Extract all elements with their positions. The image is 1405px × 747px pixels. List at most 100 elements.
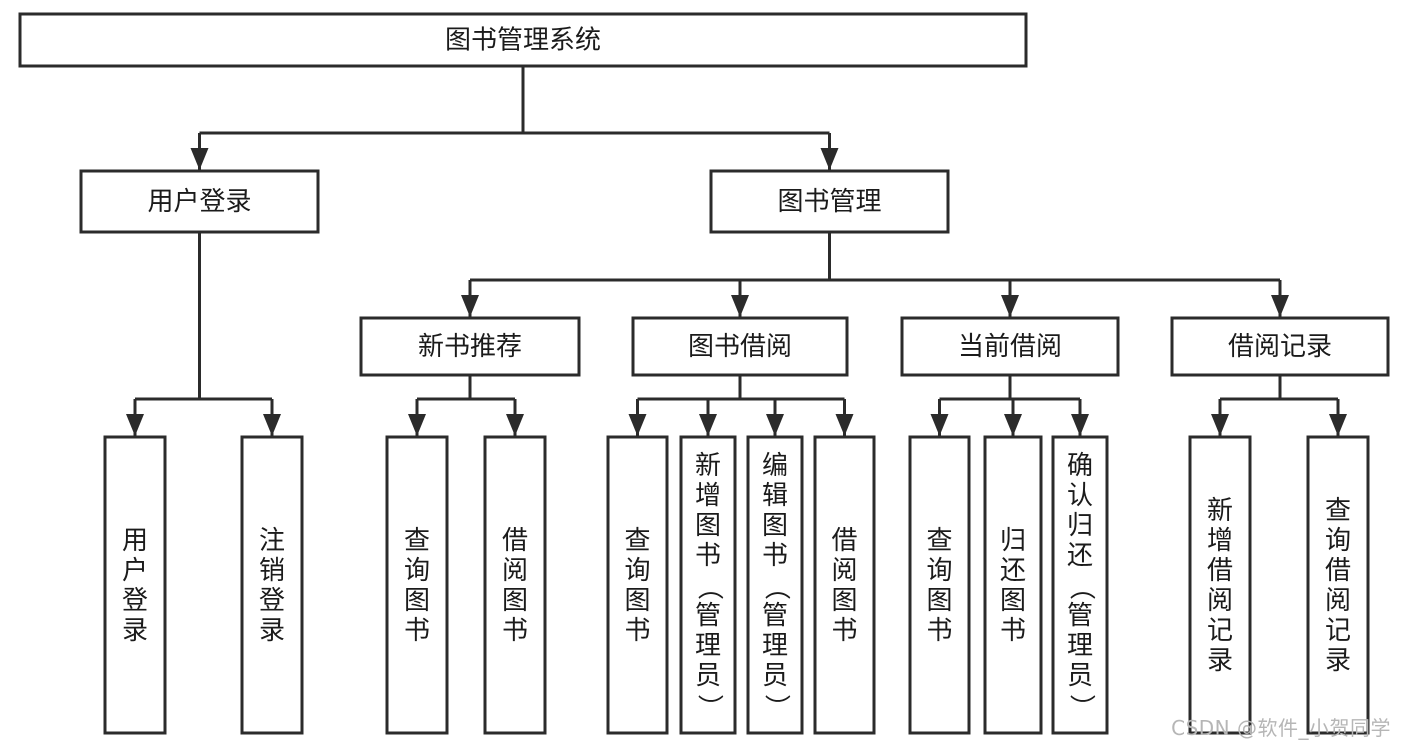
node-label-char: 借 [502, 526, 528, 556]
node-label-char: 书 [762, 541, 788, 571]
arrow-head-icon [1211, 414, 1229, 436]
node-label-char: 编 [762, 451, 788, 481]
arrow-head-icon [126, 414, 144, 436]
node-label-char: 阅 [1207, 586, 1233, 616]
node-label-char: ） [761, 694, 791, 720]
node-box [240, 435, 304, 735]
node-box [385, 435, 449, 735]
node-label-char: 书 [1000, 616, 1026, 646]
node-box [103, 435, 167, 735]
arrow-head-icon [190, 148, 209, 170]
node-label-char: 书 [502, 616, 528, 646]
node-label-char: 图 [695, 511, 721, 541]
node-label-char: 理 [695, 631, 721, 661]
node-label-char: 图 [762, 511, 788, 541]
arrow-head-icon [408, 414, 426, 436]
node-label-char: 增 [1207, 526, 1233, 556]
node-label-char: 员 [762, 661, 788, 691]
node-label-char: 图 [404, 586, 430, 616]
node-label-char: 录 [122, 616, 148, 646]
node-label: 用户登录 [147, 187, 251, 217]
edge-group-book-manage [461, 232, 1289, 317]
nodes-layer: 图书管理系统用户登录图书管理新书推荐图书借阅当前借阅借阅记录用户登录注销登录查询… [18, 12, 1390, 735]
node-box [900, 316, 1120, 377]
node-label: 借阅记录 [1228, 332, 1332, 362]
node-label-char: 图 [502, 586, 528, 616]
csdn-watermark: CSDN @软件_小贺同学 [1171, 716, 1391, 740]
arrow-head-icon [930, 414, 949, 436]
node-label-char: 新 [1207, 496, 1233, 526]
node-borrow-record[interactable]: 借阅记录 [1170, 316, 1390, 377]
node-box [746, 435, 804, 735]
node-label-char: 认 [1067, 481, 1093, 511]
node-label-char: 阅 [831, 556, 857, 586]
node-box [1170, 316, 1390, 377]
node-leaf-user-login[interactable]: 用户登录 [103, 435, 167, 735]
node-label-char: 查 [926, 526, 952, 556]
arrow-head-icon [506, 414, 524, 436]
node-label-char: 管 [695, 601, 721, 631]
arrow-head-icon [263, 414, 281, 436]
node-label: 当前借阅 [958, 332, 1062, 362]
node-label-char: 管 [1067, 601, 1093, 631]
node-label-char: 借 [1325, 556, 1351, 586]
node-label-char: 登 [259, 586, 285, 616]
node-label: 图书借阅 [688, 332, 792, 362]
node-label-char: 询 [1325, 526, 1351, 556]
node-label-char: 销 [259, 556, 285, 586]
node-current-borrow[interactable]: 当前借阅 [900, 316, 1120, 377]
node-label-char: 询 [926, 556, 952, 586]
node-box [18, 12, 1028, 68]
node-box [79, 169, 320, 234]
arrow-head-icon [1071, 414, 1089, 436]
node-label-char: 图 [926, 586, 952, 616]
node-label-char: 查 [624, 526, 650, 556]
node-label-char: 阅 [1325, 586, 1351, 616]
node-label-char: 书 [926, 616, 952, 646]
node-box [908, 435, 971, 735]
node-new-book-rec[interactable]: 新书推荐 [359, 316, 581, 377]
node-label-char: 书 [404, 616, 430, 646]
node-book-borrow[interactable]: 图书借阅 [631, 316, 849, 377]
node-label-char: 员 [695, 661, 721, 691]
node-box [1306, 435, 1370, 735]
node-label-char: 查 [1325, 496, 1351, 526]
node-label-char: 还 [1067, 541, 1093, 571]
node-label-char: 书 [695, 541, 721, 571]
edges-layer [126, 66, 1347, 436]
node-root[interactable]: 图书管理系统 [18, 12, 1028, 68]
node-box [631, 316, 849, 377]
node-box [679, 435, 737, 735]
node-label-char: 图 [624, 586, 650, 616]
arrow-head-icon [820, 148, 839, 170]
node-box [1188, 435, 1252, 735]
node-label-char: 查 [404, 526, 430, 556]
node-label-char: 理 [1067, 631, 1093, 661]
node-label-char: （ [694, 574, 724, 600]
node-box [483, 435, 547, 735]
node-label: 新书推荐 [418, 332, 522, 362]
arrow-head-icon [1004, 414, 1022, 436]
node-user-login[interactable]: 用户登录 [79, 169, 320, 234]
node-label-char: 还 [1000, 556, 1026, 586]
node-label-char: 理 [762, 631, 788, 661]
edge-group-borrow-record [1211, 375, 1347, 436]
node-label-char: 书 [831, 616, 857, 646]
node-label-char: 图 [1000, 586, 1026, 616]
node-box [709, 169, 950, 234]
node-label-char: 询 [624, 556, 650, 586]
node-book-manage[interactable]: 图书管理 [709, 169, 950, 234]
